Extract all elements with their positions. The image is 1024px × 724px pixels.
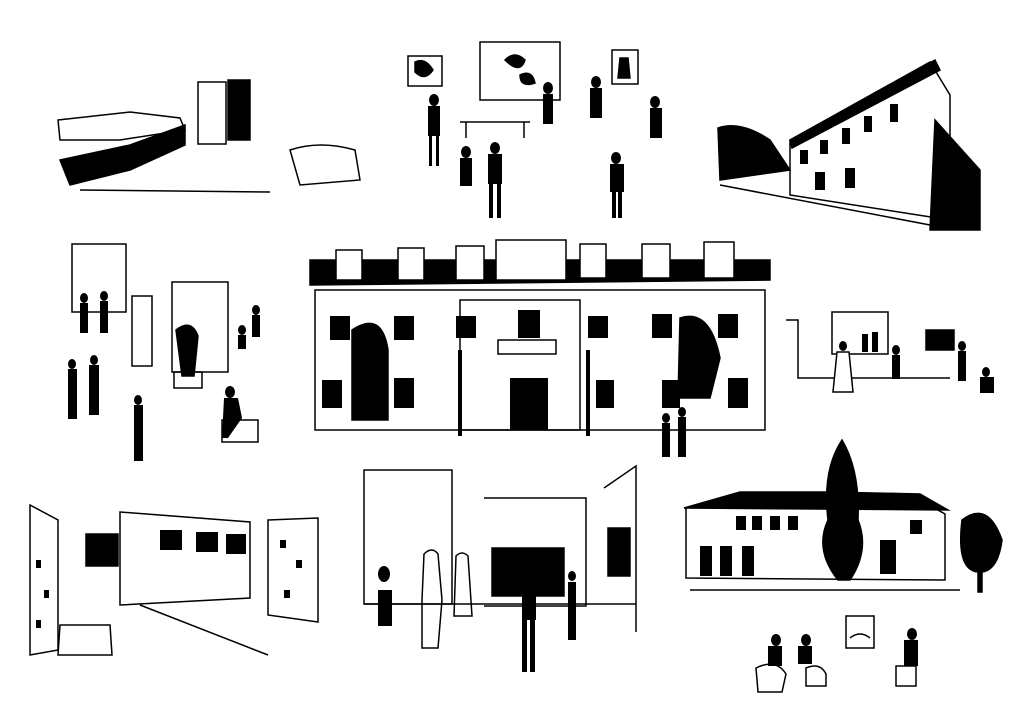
seated-visitors-scene <box>755 615 918 693</box>
dormer-windows <box>335 239 735 281</box>
stone-building-scene <box>717 58 981 231</box>
courtyard-scene <box>29 503 319 656</box>
palace-facade-scene <box>309 239 771 457</box>
gallery-scene-top <box>407 41 662 218</box>
small-gallery-scene <box>786 311 994 393</box>
exhibition-room-left <box>68 243 260 461</box>
ruins-scene <box>57 79 361 193</box>
large-gallery-scene <box>363 464 637 672</box>
villa-scene <box>683 438 1003 593</box>
